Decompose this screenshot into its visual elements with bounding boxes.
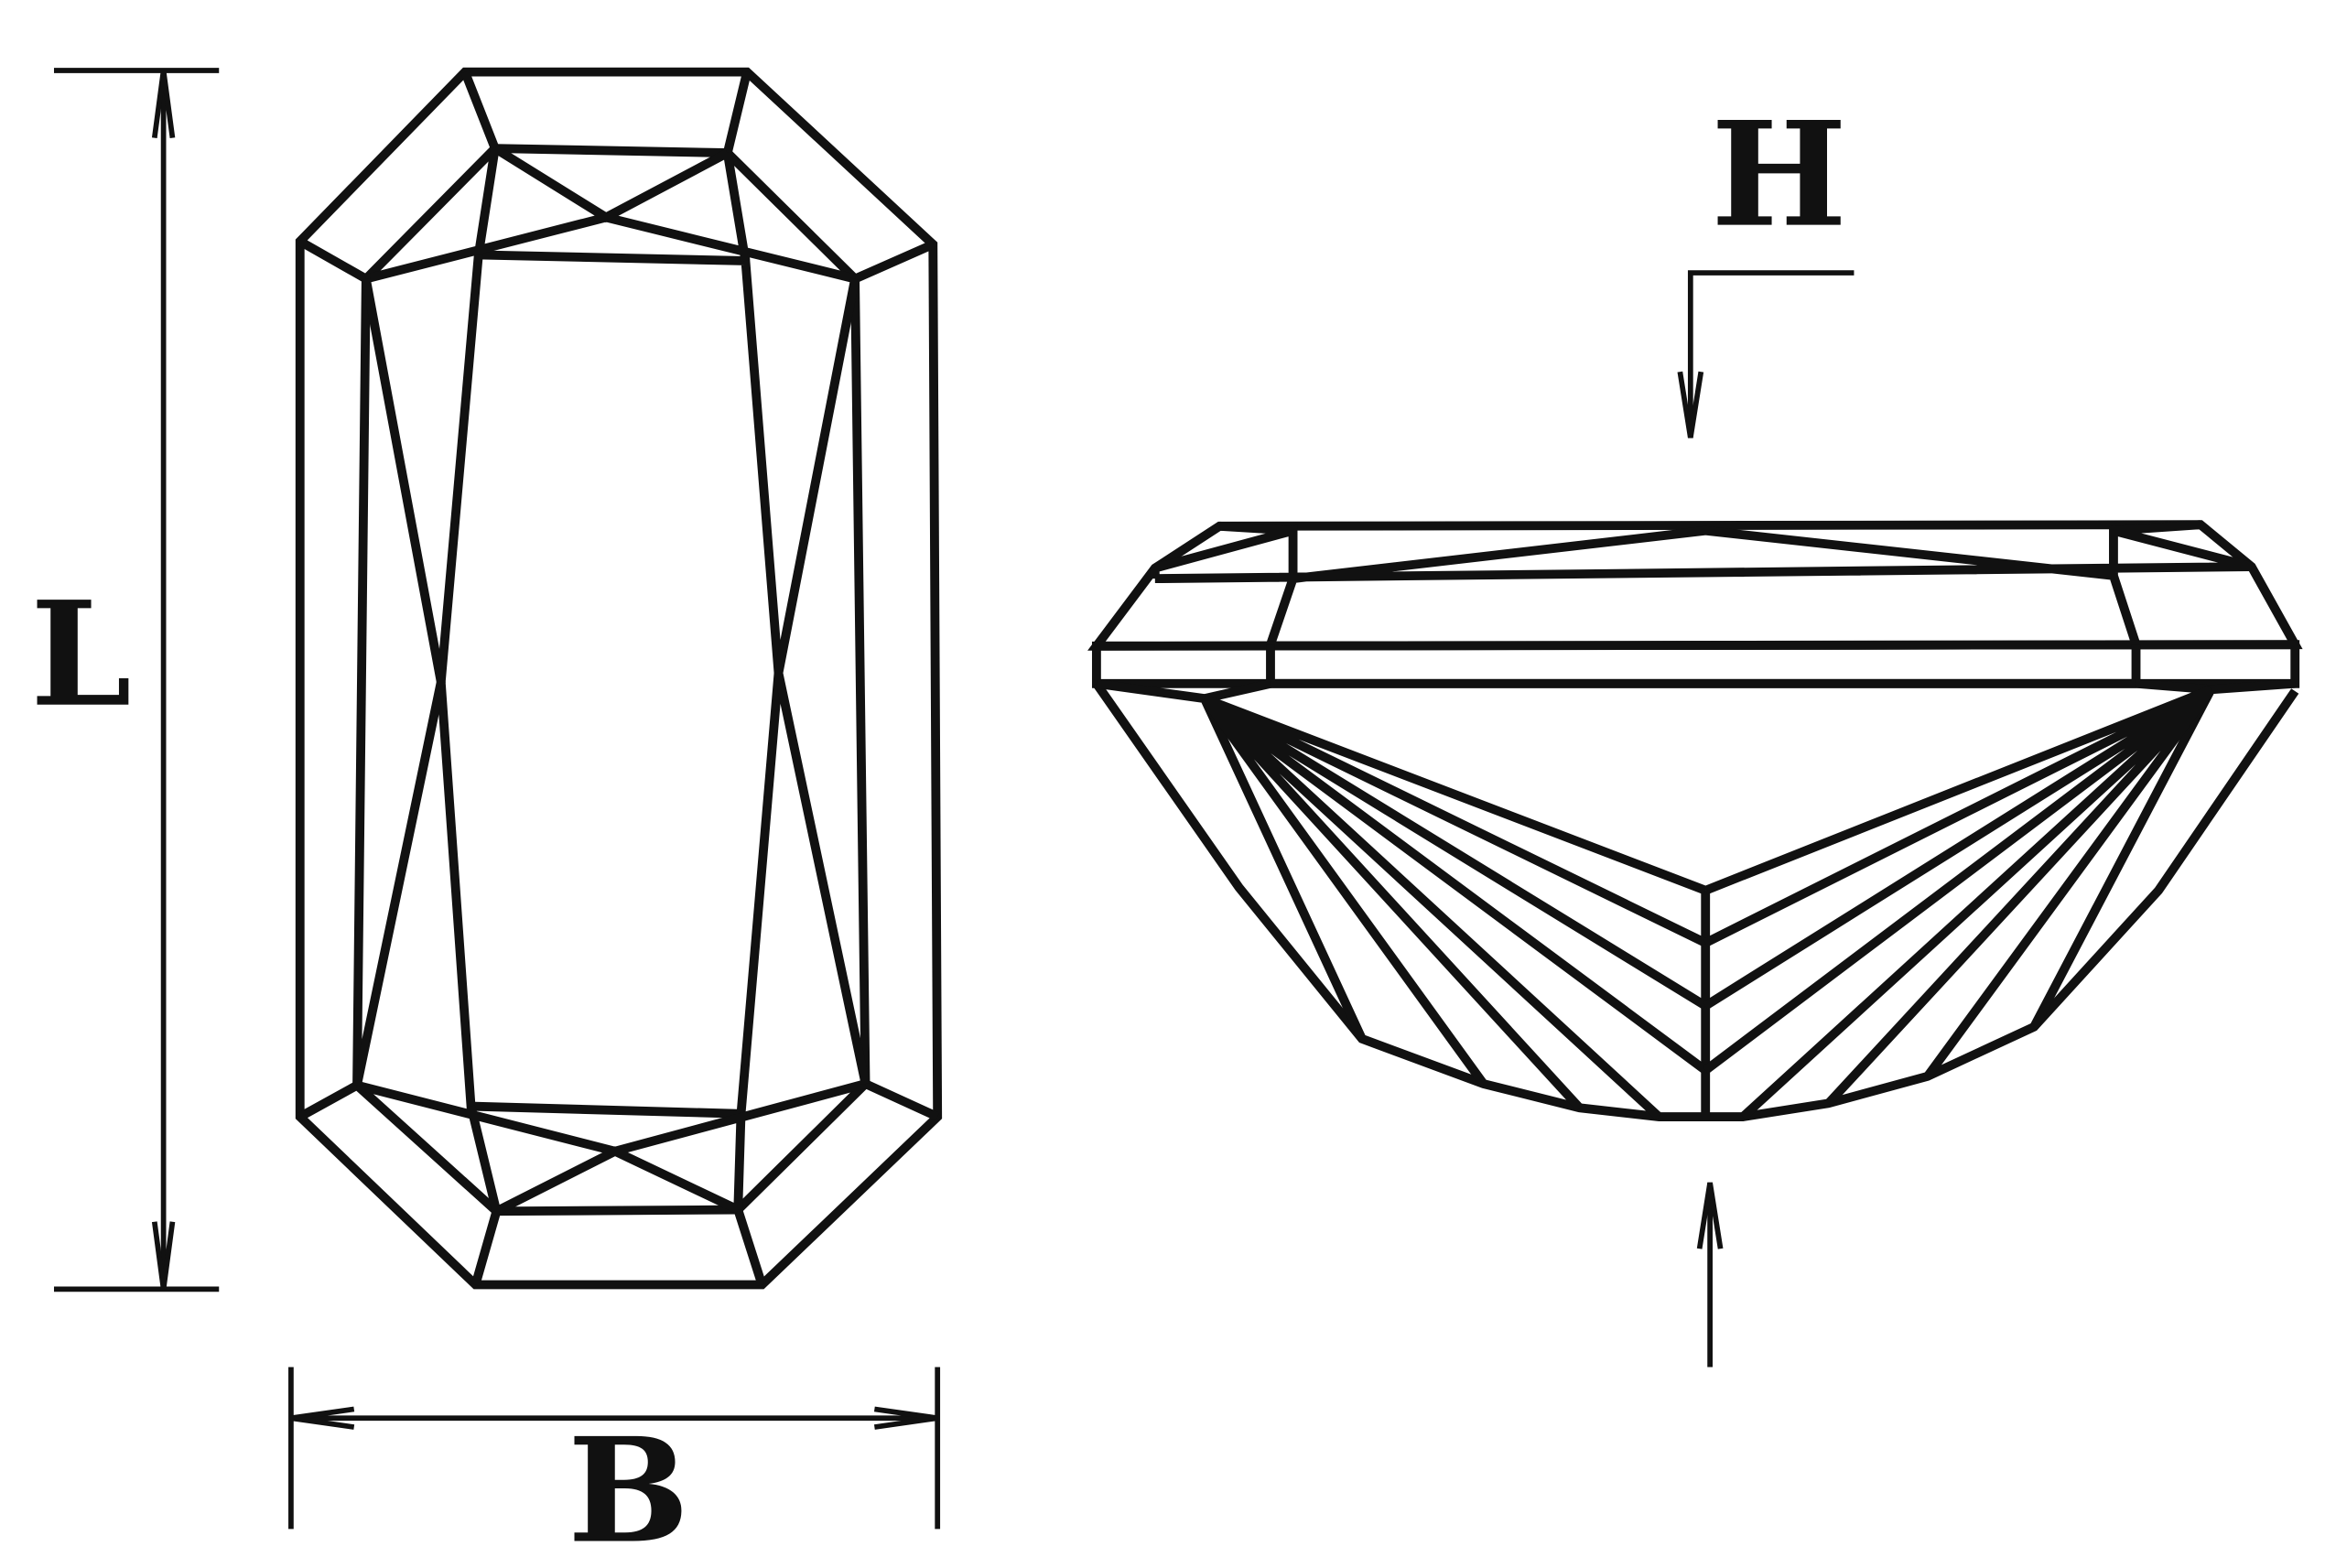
length-extension-lines [53, 68, 220, 1292]
top-view-table [436, 250, 784, 1119]
height-label: H [1711, 91, 1847, 260]
height-arrowhead-bottom [1696, 1182, 1724, 1249]
top-view-bottom-facets [355, 1079, 867, 1216]
breadth-extension-lines [288, 1367, 941, 1530]
side-view-crown-lines [1150, 520, 2253, 646]
top-view-inner-step [352, 144, 871, 1217]
breadth-label: B [568, 1407, 689, 1568]
side-view [1087, 520, 2303, 1121]
breadth-arrowheads [290, 1406, 938, 1430]
height-arrowhead-top [1677, 371, 1704, 438]
side-view-girdle [1091, 640, 2300, 688]
breadth-dimension: B [288, 1367, 941, 1568]
top-view-corner-facets [297, 70, 940, 1286]
height-leader-top [1687, 270, 1855, 438]
height-dimension: H [1677, 91, 1855, 1368]
side-view-right-fan [1703, 685, 2215, 1120]
side-view-left-fan [1200, 694, 1709, 1120]
length-label: L [30, 570, 132, 740]
top-view-top-facets [364, 144, 857, 284]
top-view [295, 67, 943, 1290]
side-view-girdle-lines [1266, 644, 2141, 688]
length-arrowheads [151, 70, 176, 1290]
top-view-side-facets [352, 277, 871, 1087]
length-dimension: L [30, 68, 220, 1292]
